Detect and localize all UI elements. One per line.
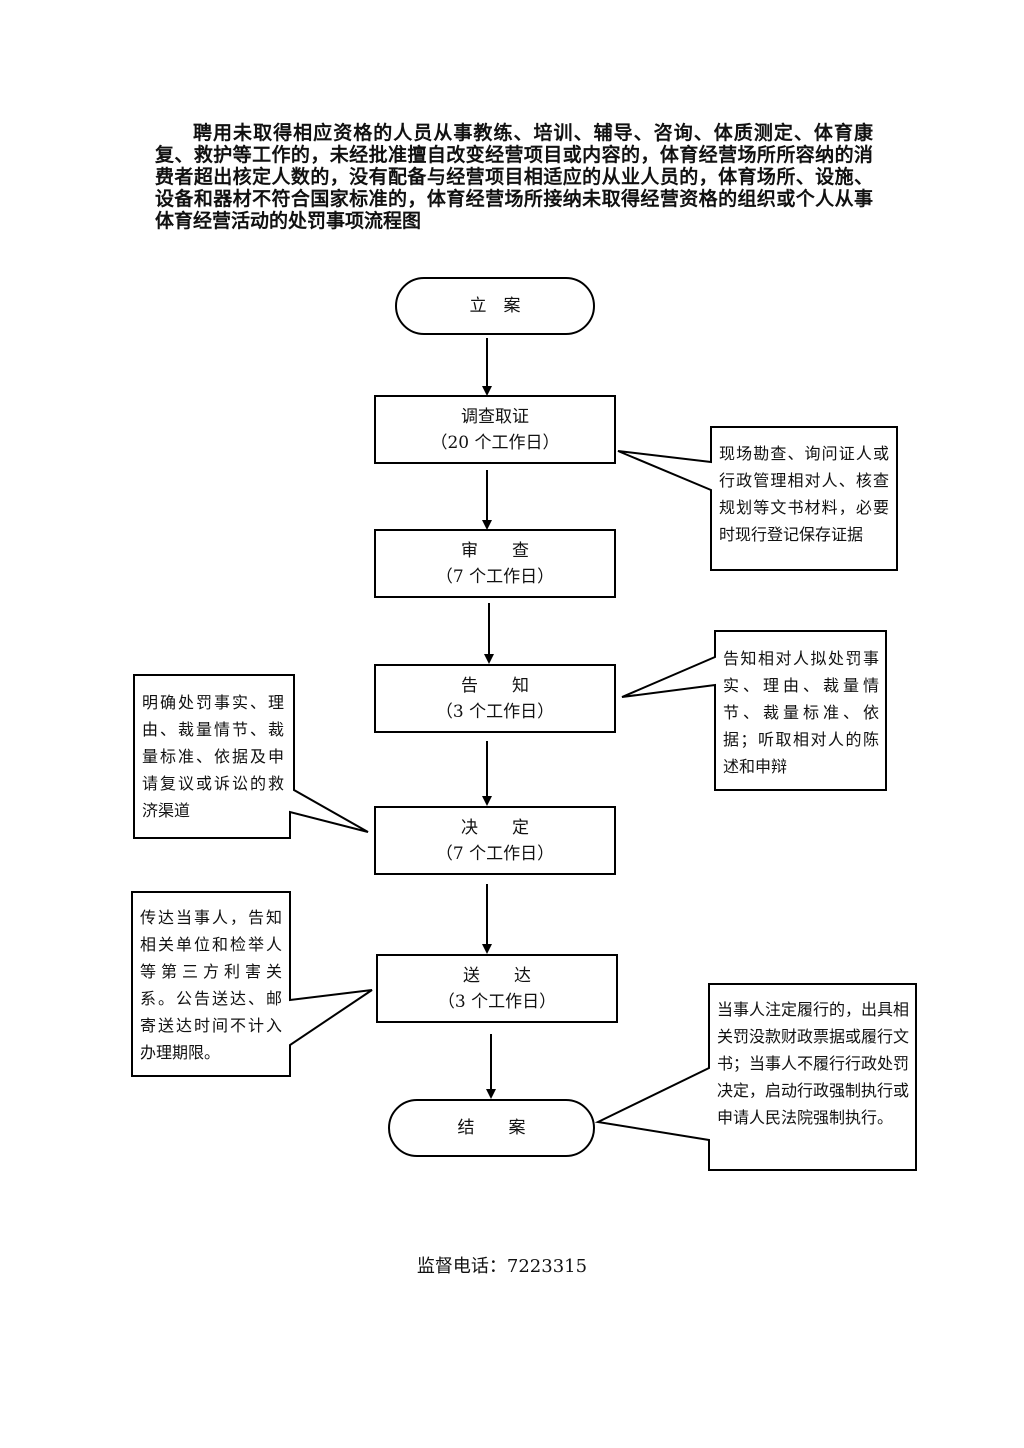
review-box-shape: [374, 529, 616, 598]
decision-note: 明确处罚事实、理由、裁量情节、裁量标准、依据及申请复议或诉讼的救济渠道: [142, 693, 284, 820]
notice-box-shape: [374, 664, 616, 733]
step-delivery-label: 送 达: [463, 965, 531, 986]
notice-callout-shape: [621, 630, 887, 791]
page-title: 聘用未取得相应资格的人员从事教练、培训、辅导、咨询、体质测定、体育康复、救护等工…: [155, 122, 873, 232]
start-terminal-shape: [395, 277, 595, 335]
step-review-duration: （7 个工作日）: [435, 566, 555, 587]
delivery-note: 传达当事人，告知相关单位和检举人等第三方利害关系。公告送达、邮寄送达时间不计入办…: [140, 908, 282, 1062]
step-review-label: 审 查: [461, 540, 529, 561]
supervision-phone: 监督电话：7223315: [416, 1256, 588, 1277]
step-delivery: 送 达 （3 个工作日）: [377, 955, 617, 1022]
closing-note: 当事人注定履行的，出具相关罚没款财政票据或履行文书；当事人不履行行政处罚决定，启…: [717, 1000, 910, 1127]
step-investigation-label: 调查取证: [461, 406, 529, 427]
delivery-callout-shape: [131, 891, 373, 1077]
decision-callout-shape: [133, 674, 369, 839]
investigation-note: 现场勘查、询问证人或行政管理相对人、核查规划等文书材料，必要时现行登记保存证据: [719, 444, 889, 544]
step-decision: 决 定 （7 个工作日）: [375, 807, 615, 874]
step-notice: 告 知 （3 个工作日）: [375, 665, 615, 732]
step-investigation-duration: （20 个工作日）: [430, 432, 560, 453]
investigation-callout-shape: [617, 426, 898, 571]
step-review: 审 查 （7 个工作日）: [375, 530, 615, 597]
step-delivery-duration: （3 个工作日）: [437, 991, 557, 1012]
step-decision-duration: （7 个工作日）: [435, 843, 555, 864]
investigation-box-shape: [374, 395, 616, 464]
step-investigation: 调查取证 （20 个工作日）: [375, 396, 615, 463]
step-end: 结 案: [389, 1100, 594, 1156]
step-end-label: 结 案: [457, 1118, 526, 1138]
end-terminal-shape: [388, 1099, 595, 1157]
notice-note: 告知相对人拟处罚事实、理由、裁量情节、裁量标准、依据；听取相对人的陈述和申辩: [723, 649, 879, 776]
step-decision-label: 决 定: [461, 817, 529, 838]
step-start: 立 案: [396, 278, 594, 334]
decision-box-shape: [374, 806, 616, 875]
step-notice-duration: （3 个工作日）: [435, 701, 555, 722]
delivery-box-shape: [376, 954, 618, 1023]
step-notice-label: 告 知: [461, 675, 529, 696]
closing-callout-shape: [594, 983, 917, 1171]
step-start-label: 立 案: [469, 296, 521, 316]
